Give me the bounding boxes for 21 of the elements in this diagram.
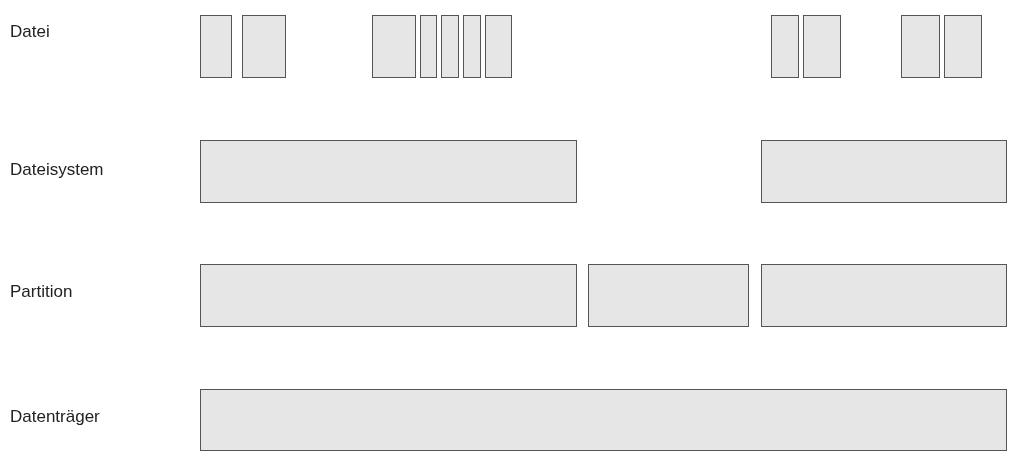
storage-block [463,15,481,78]
storage-block [420,15,437,78]
layer-label: Datei [10,22,50,42]
storage-block [200,389,1007,451]
storage-block [242,15,286,78]
storage-block [441,15,459,78]
storage-block [200,140,577,203]
storage-block [200,264,577,327]
storage-block [372,15,416,78]
layer-label: Datenträger [10,407,100,427]
storage-block [901,15,940,78]
storage-block [485,15,512,78]
storage-block [200,15,232,78]
layer-label: Partition [10,282,73,302]
storage-block [761,264,1007,327]
storage-block [761,140,1007,203]
storage-block [588,264,749,327]
storage-block [803,15,841,78]
storage-block [771,15,799,78]
storage-block [944,15,982,78]
layer-label: Dateisystem [10,160,104,180]
